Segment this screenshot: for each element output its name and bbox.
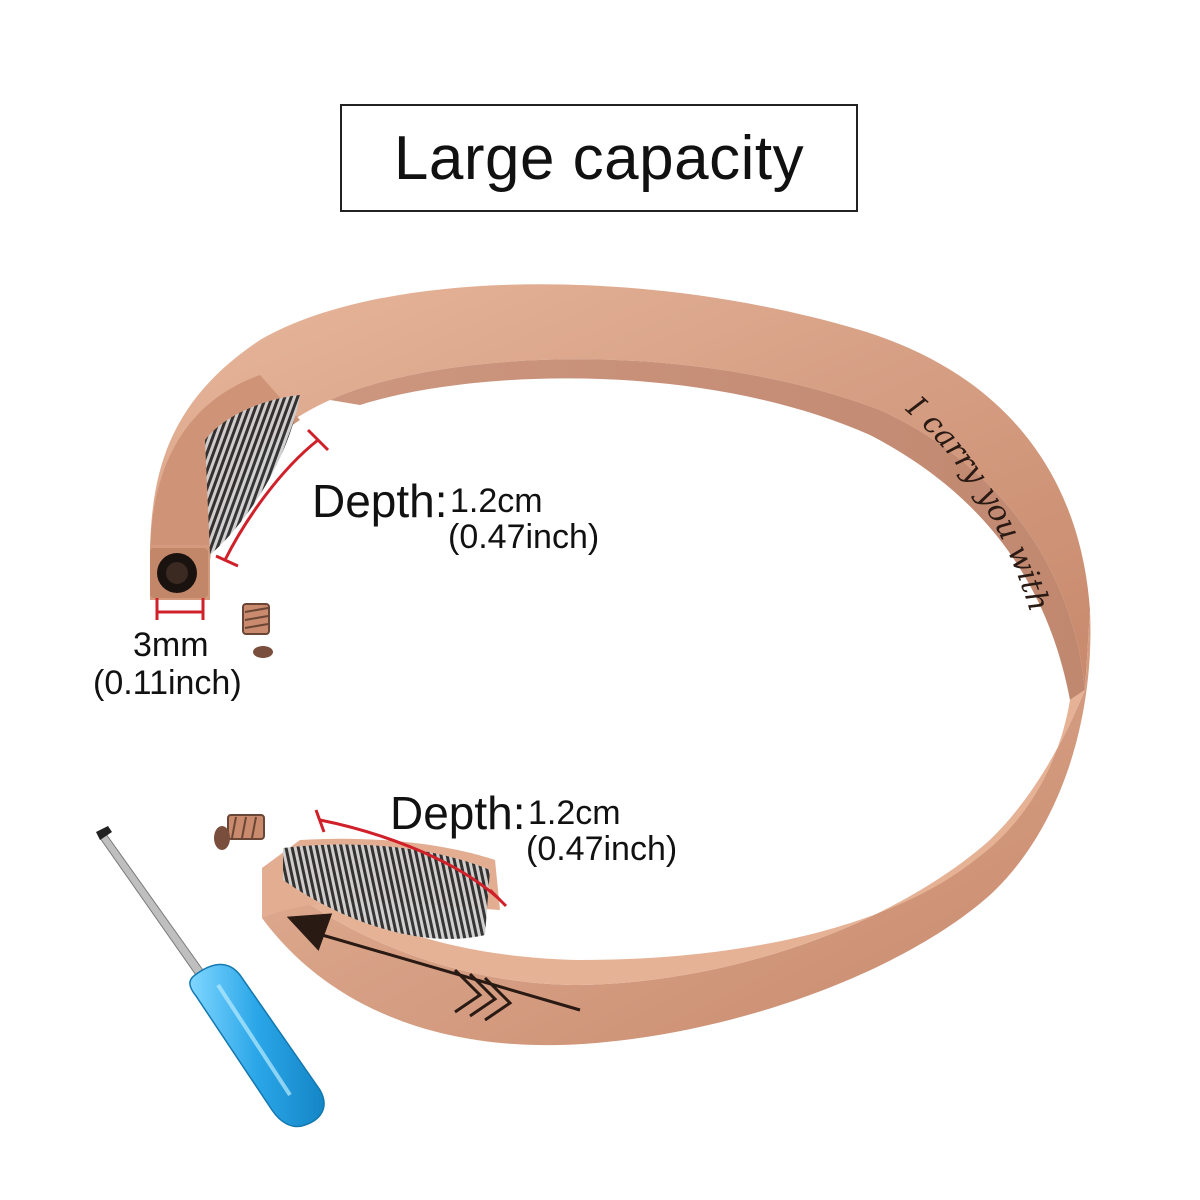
bottom-depth-inch: (0.47inch): [526, 830, 678, 868]
top-depth-value: 1.2cm: [450, 482, 543, 520]
bottom-depth-label: Depth:: [390, 787, 526, 839]
top-opening-end: [150, 375, 300, 600]
bracelet-lower-band: [262, 610, 1091, 1046]
top-depth-measure: [215, 428, 330, 568]
screw-icon: [242, 603, 273, 658]
hole-size-inch: (0.11inch): [93, 664, 242, 702]
top-depth-label: Depth:: [312, 475, 448, 527]
bottom-depth-measure: [314, 809, 508, 908]
page-title: Large capacity: [393, 123, 805, 193]
screw-icon: [214, 814, 265, 850]
title-box: Large capacity: [340, 104, 858, 212]
top-depth-inch: (0.47inch): [448, 518, 600, 556]
arrow-engraving-icon: [286, 913, 581, 1022]
top-hole-measure: [155, 598, 205, 620]
hole-size-value: 3mm: [133, 626, 209, 664]
bottom-opening-end: [262, 838, 581, 1022]
screwdriver-icon: [96, 826, 325, 1128]
bottom-depth-value: 1.2cm: [528, 794, 621, 832]
bracelet-upper-band: [150, 284, 1090, 700]
